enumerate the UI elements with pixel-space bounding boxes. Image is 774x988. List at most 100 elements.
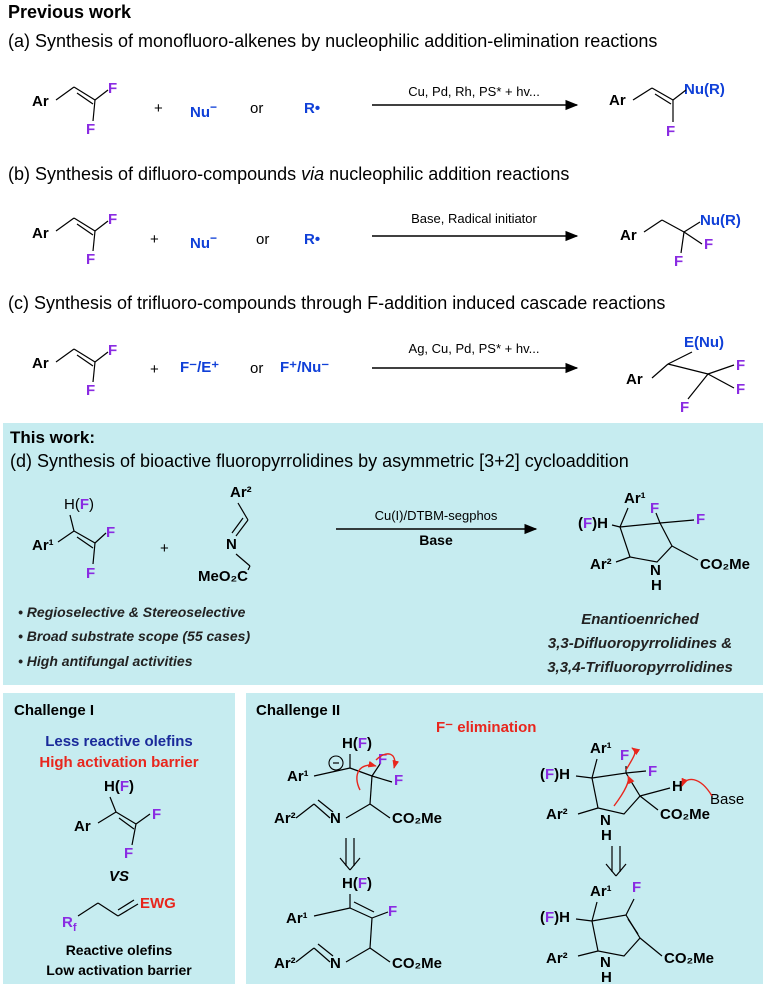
challenge-2-title: Challenge II bbox=[256, 702, 341, 719]
this-work-title: This work: bbox=[10, 428, 96, 447]
b-or: or bbox=[256, 231, 270, 248]
d-hf: H(F) bbox=[64, 496, 94, 513]
c2lt-f2: F bbox=[394, 772, 404, 789]
c2lb-bonds bbox=[295, 894, 391, 963]
c2rb-n: N bbox=[600, 954, 611, 971]
d-prod-n: N bbox=[650, 562, 661, 579]
c-prod-f1: F bbox=[736, 357, 746, 374]
c2lt-n: N bbox=[330, 810, 341, 827]
a-reactant-bonds bbox=[55, 86, 109, 122]
c-reagent-2: F⁺/Nu⁻ bbox=[280, 359, 330, 376]
c2rb-f: F bbox=[632, 879, 642, 896]
c2rb-fh: (F)H bbox=[540, 909, 570, 926]
panel-challenge-1 bbox=[3, 693, 235, 984]
a-f2: F bbox=[86, 121, 96, 138]
c2lb-f: F bbox=[388, 903, 398, 920]
c1-f2: F bbox=[124, 845, 134, 862]
c2rt-f2: F bbox=[648, 763, 658, 780]
c2rb-ar1: Ar¹ bbox=[590, 883, 612, 900]
b-prod-f1: F bbox=[704, 236, 714, 253]
d-n: N bbox=[226, 536, 237, 553]
c2rt-fh: (F)H bbox=[540, 766, 570, 783]
c-f2: F bbox=[86, 382, 96, 399]
b-prod-f2: F bbox=[674, 253, 684, 270]
c2rb-co2me: CO₂Me bbox=[664, 950, 715, 967]
panel-challenge-2 bbox=[246, 693, 763, 984]
d-conditions-2: Base bbox=[419, 532, 453, 548]
c2lb-ar1: Ar¹ bbox=[286, 910, 308, 927]
d-meo2c: MeO₂C bbox=[198, 568, 249, 585]
b-ar: Ar bbox=[32, 225, 49, 242]
c2rt-base-arrow bbox=[681, 777, 713, 797]
a-f1: F bbox=[108, 80, 118, 97]
c2lt-carbanion-charge bbox=[328, 755, 344, 771]
c2lb-ar2: Ar² bbox=[274, 955, 296, 972]
c1-ar: Ar bbox=[74, 818, 91, 835]
c1-rf: Rf bbox=[62, 914, 77, 934]
c-conditions: Ag, Cu, Pd, PS* + hv... bbox=[408, 341, 540, 356]
b-reactant-bonds bbox=[55, 217, 109, 252]
c2-right-retro-arrow bbox=[605, 846, 627, 877]
a-product-bonds bbox=[632, 87, 687, 122]
c-reagent-1: F⁻/E⁺ bbox=[180, 359, 220, 376]
d-product-line-3: 3,3,4-Trifluoropyrrolidines bbox=[547, 659, 733, 676]
c-prod-ar: Ar bbox=[626, 371, 643, 388]
d-conditions-1: Cu(I)/DTBM-segphos bbox=[374, 508, 498, 523]
caption-c: (c) Synthesis of trifluoro-compounds thr… bbox=[8, 293, 666, 313]
d-prod-ar2: Ar² bbox=[590, 556, 612, 573]
b-f2: F bbox=[86, 251, 96, 268]
a-conditions: Cu, Pd, Rh, PS* + hv... bbox=[408, 84, 540, 99]
c2lb-n: N bbox=[330, 955, 341, 972]
d-bullet-3: • High antifungal activities bbox=[18, 653, 193, 669]
c2lt-electron-arrow-1 bbox=[356, 760, 377, 791]
c-or: or bbox=[250, 360, 264, 377]
b-radical: R• bbox=[304, 231, 321, 248]
c2lt-ar1: Ar¹ bbox=[287, 768, 309, 785]
c2rt-f1: F bbox=[620, 747, 630, 764]
c2lt-hf: H(F) bbox=[342, 735, 372, 752]
c2lt-electron-arrow-2 bbox=[375, 753, 400, 769]
challenge-2-elimination: F⁻ elimination bbox=[436, 719, 537, 736]
c2rt-ar2: Ar² bbox=[546, 806, 568, 823]
b-plus: + bbox=[150, 231, 159, 248]
c1-olefin-bonds bbox=[97, 796, 151, 846]
d-f2: F bbox=[86, 565, 96, 582]
c1-hf: H(F) bbox=[104, 778, 134, 795]
d-f1: F bbox=[106, 524, 116, 541]
c2lt-co2me: CO₂Me bbox=[392, 810, 443, 827]
c2rt-ring-bonds bbox=[575, 758, 671, 815]
c2lb-hf: H(F) bbox=[342, 875, 372, 892]
challenge-1-line1: Less reactive olefins bbox=[45, 733, 193, 750]
b-f1: F bbox=[108, 211, 118, 228]
challenge-1-line3: Reactive olefins bbox=[65, 942, 173, 958]
d-prod-fh: (F)H bbox=[578, 515, 608, 532]
d-ar2: Ar² bbox=[230, 484, 252, 501]
a-prod-ar: Ar bbox=[609, 92, 626, 109]
c1-f1: F bbox=[152, 806, 162, 823]
c-reactant-bonds bbox=[55, 348, 109, 383]
challenge-1-line4: Low activation barrier bbox=[46, 962, 192, 978]
a-prod-nu: Nu(R) bbox=[684, 81, 725, 98]
c-prod-f3: F bbox=[680, 399, 690, 416]
b-product-bonds bbox=[643, 219, 703, 254]
d-prod-f1: F bbox=[650, 500, 660, 517]
c2lt-bonds bbox=[295, 754, 393, 819]
c2rt-electron-arrow-2 bbox=[613, 775, 635, 807]
c2rt-nh: H bbox=[601, 827, 612, 844]
d-imine-bonds bbox=[231, 502, 251, 571]
challenge-1-title: Challenge I bbox=[14, 702, 95, 719]
c2rt-ar1: Ar¹ bbox=[590, 740, 612, 757]
challenge-1-line2: High activation barrier bbox=[39, 754, 199, 771]
c-plus: + bbox=[150, 361, 159, 378]
c1-ewg: EWG bbox=[140, 895, 176, 912]
c1-ewg-olefin-bonds bbox=[77, 899, 139, 917]
a-prod-f: F bbox=[666, 123, 676, 140]
c2rt-electron-arrow-1 bbox=[625, 747, 641, 771]
b-prod-ar: Ar bbox=[620, 227, 637, 244]
c-ar: Ar bbox=[32, 355, 49, 372]
panel-this-work bbox=[3, 423, 763, 685]
a-radical: R• bbox=[304, 100, 321, 117]
c-prod-f2: F bbox=[736, 381, 746, 398]
c2lt-ar2: Ar² bbox=[274, 810, 296, 827]
c2rt-co2me: CO₂Me bbox=[660, 806, 711, 823]
